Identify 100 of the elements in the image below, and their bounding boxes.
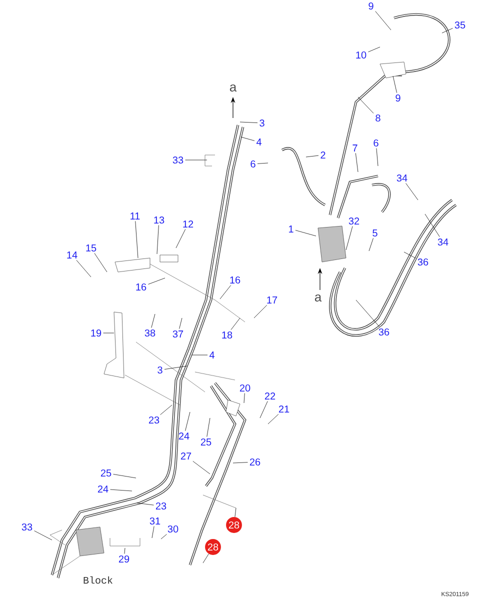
direction-letter: a: [230, 84, 237, 92]
callout-number: 30: [168, 525, 178, 533]
leader-line: [135, 220, 138, 258]
callout-number: 12: [183, 220, 194, 228]
callout-number: 1: [288, 226, 294, 232]
part-label: Block: [84, 576, 112, 584]
leader-line: [404, 252, 416, 258]
leader-line: [240, 122, 258, 123]
leader-line: [355, 152, 358, 172]
callout-number: 27: [180, 452, 192, 460]
leader-line: [368, 46, 380, 52]
leader-line: [295, 230, 316, 236]
leader-line: [234, 508, 236, 518]
leader-line: [257, 162, 268, 164]
callout-number: 2: [320, 152, 326, 158]
callout-number: 31: [150, 517, 160, 525]
leader-line: [254, 304, 268, 318]
leader-line: [358, 96, 374, 114]
leader-line: [34, 530, 52, 540]
callout-number: 14: [67, 252, 78, 258]
callout-number: 5: [372, 230, 378, 236]
callout-number: 3: [158, 366, 162, 374]
leader-line: [160, 534, 167, 540]
leader-line: [240, 136, 255, 141]
leader-line: [148, 278, 166, 284]
leader-line: [232, 462, 248, 464]
callout-number: 6: [250, 160, 256, 168]
leader-line: [152, 526, 154, 538]
callout-number: 37: [172, 330, 184, 338]
leader-line: [176, 229, 186, 248]
leader-line: [406, 183, 418, 200]
callout-number: 33: [172, 156, 184, 164]
callout-number: 23: [148, 416, 160, 424]
callout-number: 17: [267, 296, 278, 304]
leader-line: [192, 354, 208, 356]
callout-number: 35: [454, 21, 466, 29]
leader-line: [356, 300, 380, 327]
callout-number: 20: [240, 384, 250, 392]
callout-number: 34: [396, 174, 408, 182]
callout-number: 21: [278, 406, 290, 412]
leader-line: [346, 226, 353, 250]
callout-number: 4: [209, 352, 214, 358]
leader-line: [375, 11, 392, 30]
leader-line: [192, 461, 210, 474]
callout-number: 6: [374, 139, 378, 147]
callout-number: 26: [250, 458, 260, 466]
leader-line: [113, 474, 136, 478]
leader-line: [244, 393, 245, 404]
leader-line: [230, 318, 240, 330]
callout-number: 19: [91, 329, 102, 337]
callout-number: 13: [154, 216, 164, 224]
callout-number: 15: [86, 244, 96, 252]
leader-line: [160, 404, 172, 415]
leader-line: [164, 366, 188, 370]
callout-number: 33: [22, 523, 32, 531]
callout-number: 16: [136, 283, 146, 291]
leader-line: [206, 418, 210, 437]
leader-line: [136, 502, 154, 506]
callout-number: 9: [368, 2, 374, 10]
callout-number: 25: [100, 469, 112, 477]
leader-line: [110, 489, 132, 492]
leader-line: [376, 148, 378, 166]
callout-number: 16: [230, 276, 240, 284]
callout-number: 36: [378, 328, 390, 336]
callout-number: 25: [200, 438, 212, 446]
callout-number: 38: [144, 329, 156, 337]
callout-number: 10: [356, 51, 366, 59]
callout-number: 32: [348, 217, 360, 225]
callout-number: 3: [260, 119, 264, 127]
leader-line: [268, 414, 279, 424]
leader-line: [424, 214, 440, 237]
callout-number: 23: [156, 502, 166, 510]
callout-number: 9: [396, 94, 400, 102]
leader-line: [306, 155, 319, 158]
leader-line: [392, 76, 397, 93]
leader-line: [76, 260, 92, 278]
direction-letter: a: [314, 294, 322, 302]
callout-number: 34: [438, 238, 448, 246]
leader-line: [103, 332, 114, 334]
callout-number: 7: [352, 144, 358, 152]
callout-number: 4: [256, 138, 262, 146]
callout-number: 29: [118, 555, 130, 563]
leader-line: [368, 238, 374, 252]
leader-line: [179, 318, 182, 329]
leader-line: [202, 554, 209, 564]
leader-line: [185, 412, 190, 431]
callout-number: 11: [130, 212, 140, 220]
leader-line: [260, 401, 268, 418]
leader-line: [220, 285, 232, 300]
callout-number: 24: [178, 432, 190, 440]
callout-number: 22: [264, 392, 276, 400]
callout-number: 24: [98, 486, 108, 492]
leader-line: [156, 225, 159, 254]
leader-line: [151, 314, 156, 328]
leader-line: [94, 253, 108, 272]
callout-number: 18: [222, 331, 232, 339]
leader-line: [442, 28, 453, 34]
callout-number: 36: [418, 258, 428, 266]
callout-number: 8: [376, 114, 380, 122]
leader-line: [124, 548, 126, 554]
